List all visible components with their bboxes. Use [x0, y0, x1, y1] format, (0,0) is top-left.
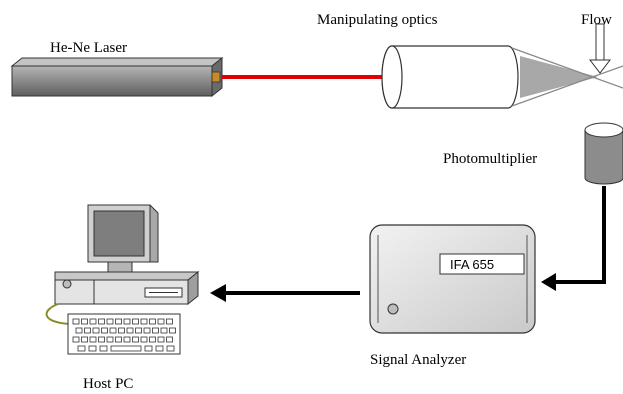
system-unit-power-button — [62, 279, 72, 289]
keyboard-key — [166, 336, 173, 343]
host-pc-label: Host PC — [83, 376, 133, 392]
keyboard-key — [132, 318, 139, 325]
keyboard-key — [118, 327, 125, 334]
keyboard-key — [157, 336, 165, 343]
laser-body — [11, 65, 213, 97]
pmt-top — [584, 122, 623, 138]
keyboard-key — [166, 345, 175, 352]
keyboard-cable — [45, 303, 71, 325]
keyboard-key — [143, 327, 151, 334]
keyboard-key — [81, 318, 88, 325]
keyboard-key — [106, 318, 114, 325]
analyzer-display — [439, 253, 525, 275]
keyboard-key — [115, 318, 122, 325]
keyboard-key — [106, 336, 114, 343]
keyboard-key — [126, 327, 134, 334]
photomultiplier — [584, 122, 623, 185]
keyboard-key — [72, 318, 80, 325]
system-unit-top — [54, 271, 200, 281]
laser-body-top — [10, 57, 224, 67]
keyboard-keys — [72, 318, 176, 352]
keyboard-key — [77, 345, 86, 352]
keyboard-key — [160, 327, 168, 334]
optics-ray-upper — [511, 47, 623, 89]
keyboard-key — [152, 327, 159, 334]
he-ne-laser — [10, 56, 224, 98]
keyboard-key — [99, 345, 108, 352]
optics-front-face — [381, 45, 403, 109]
optics-ray-lower — [511, 65, 623, 107]
manipulating-optics — [381, 45, 623, 109]
analyzer-label: Signal Analyzer — [370, 352, 466, 368]
keyboard-key — [88, 345, 97, 352]
signal-line-pmt-to-analyzer — [556, 186, 606, 284]
flow-arrow — [588, 23, 612, 74]
keyboard-key — [157, 318, 165, 325]
keyboard-key — [84, 327, 91, 334]
photomultiplier-label: Photomultiplier — [443, 151, 537, 167]
keyboard-key — [149, 318, 156, 325]
keyboard-key — [115, 336, 122, 343]
flow-label: Flow — [581, 12, 612, 28]
keyboard-key — [89, 336, 97, 343]
keyboard-key — [101, 327, 108, 334]
system-unit-side — [187, 270, 199, 306]
flow-arrow-head — [588, 59, 612, 74]
analyzer-power-button — [387, 303, 399, 315]
monitor-screen — [93, 210, 145, 257]
keyboard-key — [155, 345, 164, 352]
flow-arrow-shaft — [595, 23, 605, 61]
analyzer-body — [369, 224, 536, 334]
monitor-stand — [107, 261, 133, 273]
optics-beam-cone — [520, 56, 598, 98]
keyboard-key — [92, 327, 100, 334]
keyboard-key — [144, 345, 153, 352]
laser-aperture — [211, 71, 221, 83]
keyboard-key — [132, 336, 139, 343]
keyboard-key — [140, 336, 148, 343]
keyboard-key — [98, 318, 105, 325]
keyboard-spacebar — [110, 345, 142, 352]
signal-analyzer: IFA 655 — [369, 224, 536, 334]
keyboard-key — [169, 327, 176, 334]
keyboard-key — [109, 327, 117, 334]
signal-arrowhead-pc — [210, 284, 226, 302]
keyboard-key — [135, 327, 142, 334]
host-pc — [45, 204, 200, 355]
optics-label: Manipulating optics — [317, 12, 438, 28]
laser-label: He-Ne Laser — [50, 40, 127, 56]
keyboard-key — [72, 336, 80, 343]
signal-arrowhead-analyzer — [541, 273, 556, 291]
pmt-body — [584, 129, 623, 185]
keyboard-key — [81, 336, 88, 343]
keyboard-key — [98, 336, 105, 343]
keyboard-key — [123, 336, 131, 343]
keyboard-key — [140, 318, 148, 325]
keyboard-key — [123, 318, 131, 325]
keyboard-key — [166, 318, 173, 325]
keyboard-key — [149, 336, 156, 343]
keyboard-key — [75, 327, 83, 334]
keyboard-key — [89, 318, 97, 325]
analyzer-display-text: IFA 655 — [450, 257, 494, 272]
